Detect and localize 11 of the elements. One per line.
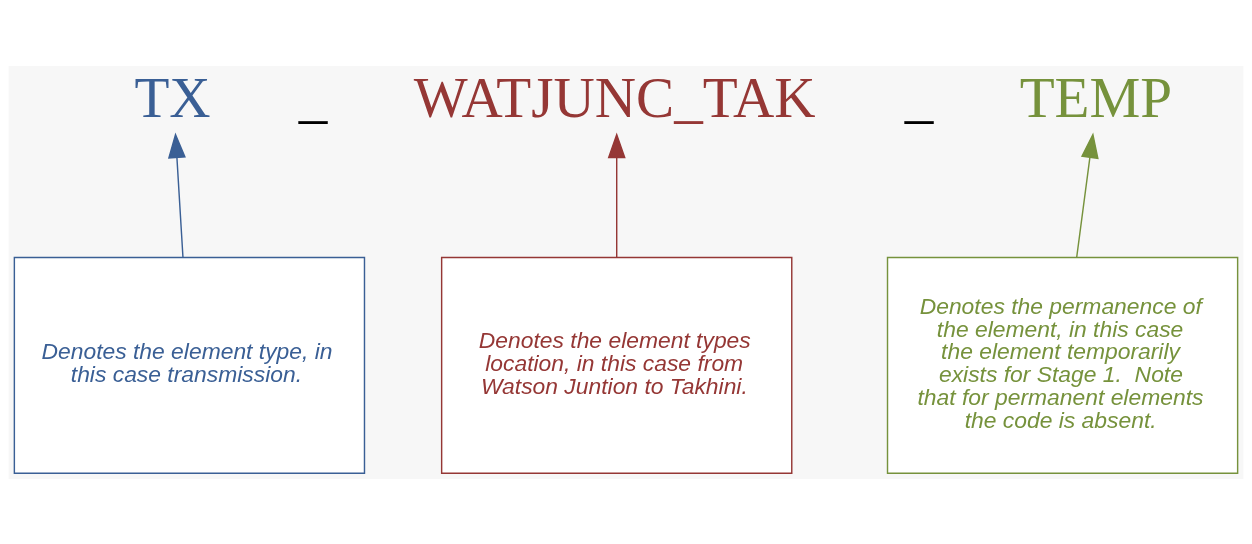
label: _ — [904, 65, 934, 129]
node-text: TEMP — [1019, 65, 1173, 129]
node-box: Denotes the element types location, in this case from Watson Juntion to Takhini. — [440, 256, 793, 474]
label: _ — [298, 65, 328, 129]
node-box: Denotes the element type, in this case transmission. — [13, 256, 366, 474]
arrow — [607, 131, 626, 258]
arrow — [167, 131, 186, 258]
arrow — [1075, 131, 1099, 258]
node-text: WATJUNC_TAK — [413, 65, 816, 129]
node-box: Denotes the permanence of the element, in this case the element temporarily exists for Stage 1. Note that for permanent elements the code is absent. — [886, 256, 1239, 474]
node-text: TX — [134, 65, 211, 129]
